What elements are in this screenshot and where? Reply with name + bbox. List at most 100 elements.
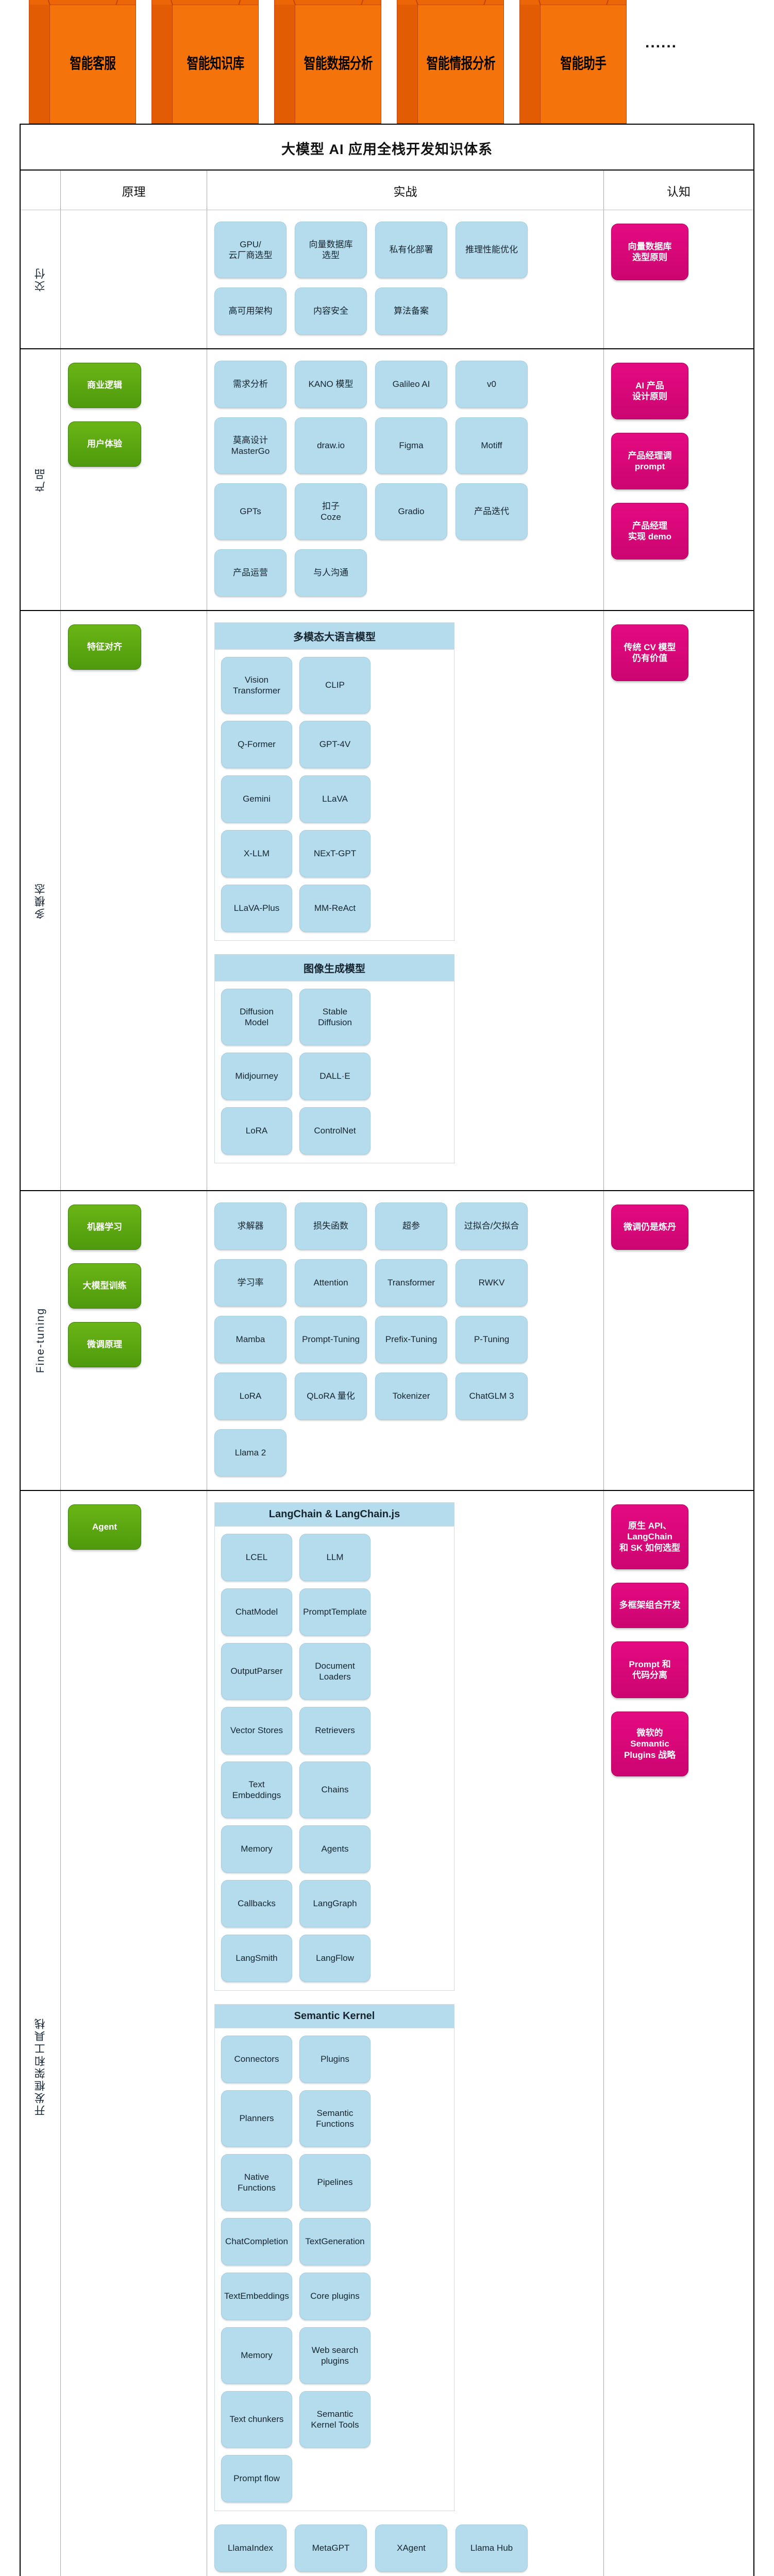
practice-chip-3[interactable]: 超参 [375, 1202, 447, 1250]
practice-chip-7[interactable]: Transformer [375, 1259, 447, 1307]
practice-chip-3[interactable]: 私有化部署 [375, 222, 447, 278]
practice-chip-2[interactable]: 损失函数 [295, 1202, 367, 1250]
principle-chip-3[interactable]: 微调原理 [68, 1322, 141, 1367]
cognition-chip-1[interactable]: 向量数据库选型原则 [611, 224, 688, 280]
principle-chip-2[interactable]: 用户体验 [68, 421, 141, 467]
practice-group-chip-6[interactable]: ControlNet [299, 1107, 371, 1155]
scenario-box-2[interactable]: 智能知识库 [152, 0, 259, 124]
practice-group-chip-14[interactable]: LangGraph [299, 1880, 371, 1927]
practice-chip-16[interactable]: ChatGLM 3 [456, 1372, 528, 1420]
practice-chip-12[interactable]: P-Tuning [456, 1316, 528, 1363]
practice-group-chip-12[interactable]: Agents [299, 1825, 371, 1873]
practice-chip-13[interactable]: LoRA [214, 1372, 287, 1420]
practice-group-chip-1[interactable]: Connectors [221, 2036, 292, 2083]
practice-group-chip-8[interactable]: Retrievers [299, 1707, 371, 1754]
practice-group-chip-3[interactable]: Q-Former [221, 721, 292, 768]
practice-chip-11[interactable]: Prefix-Tuning [375, 1316, 447, 1363]
practice-chip-1[interactable]: 需求分析 [214, 361, 287, 408]
practice-chip-1[interactable]: 求解器 [214, 1202, 287, 1250]
practice-group-chip-7[interactable]: X-LLM [221, 830, 292, 877]
practice-group-chip-2[interactable]: CLIP [299, 657, 371, 714]
scenario-box-3[interactable]: 智能数据分析 [274, 0, 381, 124]
practice-chip-6[interactable]: Attention [295, 1259, 367, 1307]
practice-group-chip-2[interactable]: Plugins [299, 2036, 371, 2083]
practice-chip-8[interactable]: Motiff [456, 417, 528, 474]
practice-group-chip-6[interactable]: Pipelines [299, 2154, 371, 2211]
scenario-box-5[interactable]: 智能助手 [519, 0, 627, 124]
practice-group-chip-11[interactable]: Memory [221, 1825, 292, 1873]
practice-group-chip-5[interactable]: LoRA [221, 1107, 292, 1155]
practice-group-chip-5[interactable]: Gemini [221, 775, 292, 823]
practice-chip-5[interactable]: 学习率 [214, 1259, 287, 1307]
practice-chip-9[interactable]: GPTs [214, 483, 287, 540]
practice-group-chip-16[interactable]: LangFlow [299, 1935, 371, 1982]
practice-chip-4[interactable]: v0 [456, 361, 528, 408]
practice-group-chip-1[interactable]: LCEL [221, 1534, 292, 1581]
cognition-chip-3[interactable]: 产品经理实现 demo [611, 503, 688, 560]
practice-chip-14[interactable]: 与人沟通 [295, 549, 367, 597]
cognition-chip-1[interactable]: 微调仍是炼丹 [611, 1205, 688, 1250]
practice-group-chip-13[interactable]: Text chunkers [221, 2391, 292, 2448]
practice-chip-2[interactable]: 向量数据库选型 [295, 222, 367, 278]
practice-chip-14[interactable]: QLoRA 量化 [295, 1372, 367, 1420]
cognition-chip-1[interactable]: 传统 CV 模型仍有价值 [611, 624, 688, 681]
practice-chip-7[interactable]: Figma [375, 417, 447, 474]
practice-chip-1[interactable]: LlamaIndex [214, 2524, 287, 2572]
practice-group-chip-10[interactable]: Core plugins [299, 2273, 371, 2320]
practice-chip-4[interactable]: 推理性能优化 [456, 222, 528, 278]
scenario-box-1[interactable]: 智能客服 [29, 0, 136, 124]
practice-chip-10[interactable]: Prompt-Tuning [295, 1316, 367, 1363]
practice-chip-13[interactable]: 产品运营 [214, 549, 287, 597]
principle-chip-1[interactable]: Agent [68, 1504, 141, 1550]
practice-chip-3[interactable]: XAgent [375, 2524, 447, 2572]
practice-group-chip-3[interactable]: Planners [221, 2090, 292, 2147]
practice-group-chip-5[interactable]: OutputParser [221, 1643, 292, 1700]
practice-group-chip-10[interactable]: MM-ReAct [299, 885, 371, 932]
practice-group-chip-7[interactable]: Vector Stores [221, 1707, 292, 1754]
practice-group-chip-9[interactable]: TextEmbeddings [221, 2273, 292, 2320]
practice-chip-1[interactable]: GPU/云厂商选型 [214, 222, 287, 278]
principle-chip-1[interactable]: 特征对齐 [68, 624, 141, 670]
practice-chip-4[interactable]: Llama Hub [456, 2524, 528, 2572]
scenario-box-4[interactable]: 智能情报分析 [397, 0, 504, 124]
practice-group-chip-2[interactable]: LLM [299, 1534, 371, 1581]
practice-chip-15[interactable]: Tokenizer [375, 1372, 447, 1420]
practice-group-chip-8[interactable]: TextGeneration [299, 2218, 371, 2265]
practice-group-chip-3[interactable]: Midjourney [221, 1053, 292, 1100]
principle-chip-1[interactable]: 商业逻辑 [68, 363, 141, 408]
principle-chip-1[interactable]: 机器学习 [68, 1205, 141, 1250]
cognition-chip-3[interactable]: Prompt 和代码分离 [611, 1641, 688, 1698]
cognition-chip-1[interactable]: AI 产品设计原则 [611, 363, 688, 419]
practice-group-chip-4[interactable]: GPT-4V [299, 721, 371, 768]
practice-group-chip-9[interactable]: LLaVA-Plus [221, 885, 292, 932]
practice-group-chip-6[interactable]: LLaVA [299, 775, 371, 823]
practice-chip-6[interactable]: 内容安全 [295, 287, 367, 335]
practice-chip-8[interactable]: RWKV [456, 1259, 528, 1307]
practice-group-chip-15[interactable]: LangSmith [221, 1935, 292, 1982]
practice-group-chip-11[interactable]: Memory [221, 2327, 292, 2384]
principle-chip-2[interactable]: 大模型训练 [68, 1263, 141, 1309]
practice-group-chip-10[interactable]: Chains [299, 1761, 371, 1818]
practice-chip-2[interactable]: KANO 模型 [295, 361, 367, 408]
practice-chip-6[interactable]: draw.io [295, 417, 367, 474]
practice-group-chip-8[interactable]: NExT-GPT [299, 830, 371, 877]
cognition-chip-2[interactable]: 多框架组合开发 [611, 1583, 688, 1628]
practice-group-chip-15[interactable]: Prompt flow [221, 2455, 292, 2502]
practice-chip-2[interactable]: MetaGPT [295, 2524, 367, 2572]
practice-chip-11[interactable]: Gradio [375, 483, 447, 540]
practice-group-chip-4[interactable]: DALL·E [299, 1053, 371, 1100]
practice-chip-5[interactable]: 高可用架构 [214, 287, 287, 335]
practice-chip-4[interactable]: 过拟合/欠拟合 [456, 1202, 528, 1250]
practice-chip-3[interactable]: Galileo AI [375, 361, 447, 408]
practice-group-chip-4[interactable]: PromptTemplate [299, 1588, 371, 1636]
